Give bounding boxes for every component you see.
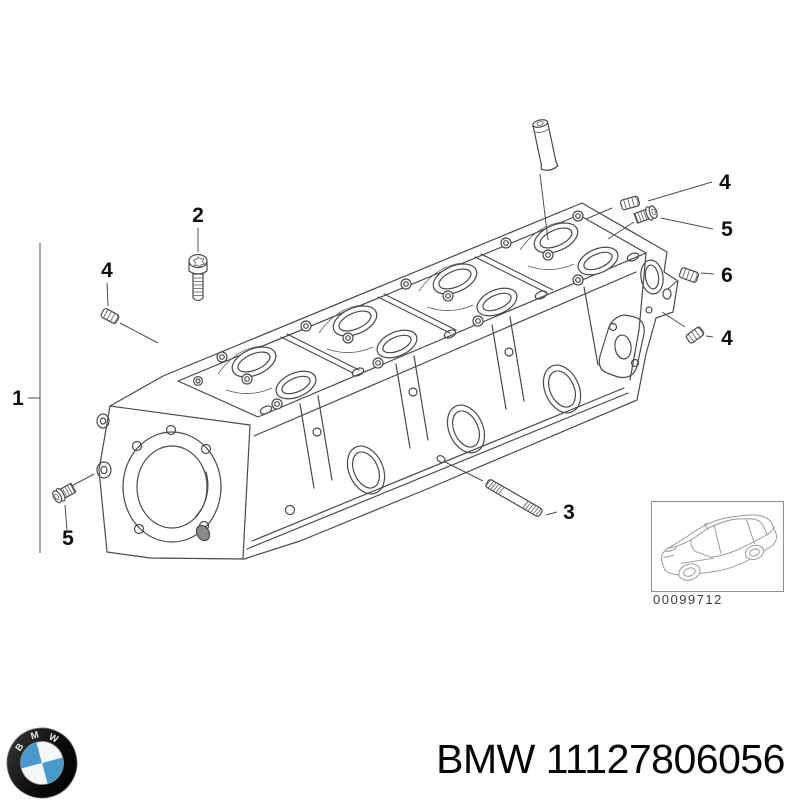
logo-letter-m: M [30, 730, 41, 743]
callout-5-front-left[interactable]: 5 [62, 527, 74, 550]
part-dowel-plug-lower-right[interactable] [685, 326, 705, 344]
callout-4-front-left[interactable]: 4 [101, 259, 113, 282]
callout-6[interactable]: 6 [721, 264, 733, 287]
bmw-logo: B M W [5, 726, 79, 800]
callout-4-lower-right[interactable]: 4 [721, 327, 733, 350]
part-dowel-plug-right[interactable] [678, 267, 700, 283]
callout-1[interactable]: 1 [12, 387, 24, 410]
vehicle-illustration [660, 514, 778, 581]
part-cap-screw[interactable] [188, 253, 208, 302]
part-number-title: BMW 11127806056 [436, 736, 785, 783]
logo-letter-w: W [47, 732, 60, 746]
callout-3[interactable]: 3 [563, 501, 575, 524]
thumbnail-code: 00099712 [653, 592, 723, 607]
part-dowel-plug-upper-right[interactable] [619, 195, 641, 211]
vehicle-thumbnail[interactable] [651, 501, 784, 592]
cylinder-head-drawing[interactable] [96, 202, 679, 560]
part-screw-plug-upper-right[interactable] [633, 204, 658, 225]
brand-name: BMW [436, 736, 535, 782]
callout-5-upper-right[interactable]: 5 [721, 218, 733, 241]
part-dowel-plug-front-left[interactable] [100, 308, 120, 324]
callout-4-upper-right[interactable]: 4 [719, 171, 731, 194]
part-stud[interactable] [485, 479, 543, 518]
part-valve-guide[interactable] [531, 118, 559, 171]
part-screw-plug-front-left[interactable] [51, 482, 77, 505]
callout-2[interactable]: 2 [192, 204, 204, 227]
part-number: 11127806056 [545, 736, 786, 782]
